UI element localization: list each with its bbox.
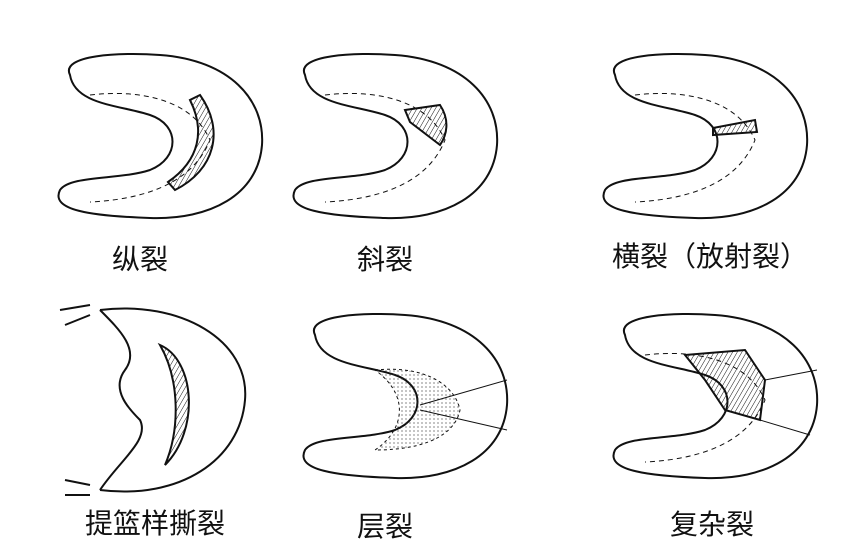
longitudinal-tear-drawing bbox=[57, 53, 264, 220]
horizontal-tear-drawing bbox=[302, 313, 509, 480]
diagram-label-complex: 复杂裂 bbox=[669, 508, 755, 541]
complex-tear-drawing bbox=[612, 313, 819, 480]
radial-tear-drawing bbox=[602, 53, 809, 220]
oblique-tear-drawing bbox=[292, 53, 499, 220]
bucket-handle-tear-drawing bbox=[59, 304, 247, 496]
diagram-label-radial: 横裂（放射裂） bbox=[611, 240, 809, 273]
diagram-label-horizontal: 层裂 bbox=[356, 510, 414, 543]
diagram-label-longitudinal: 纵裂 bbox=[111, 243, 169, 276]
diagram-label-bucket-handle: 提篮样撕裂 bbox=[84, 507, 226, 540]
diagram-label-oblique: 斜裂 bbox=[356, 243, 414, 276]
